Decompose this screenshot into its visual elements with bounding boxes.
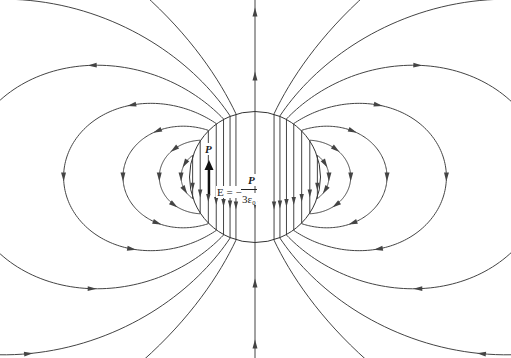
- arrowhead: [127, 102, 136, 107]
- field-line: [159, 140, 200, 214]
- field-line: [294, 103, 447, 250]
- field-formula: 3ε₀: [241, 193, 257, 205]
- arrowhead: [228, 200, 232, 208]
- arrowhead: [413, 286, 422, 291]
- arrowhead: [331, 144, 340, 151]
- arrowhead: [61, 172, 66, 181]
- inner-field-line: [301, 130, 302, 223]
- arrowhead: [284, 199, 288, 207]
- arrowhead: [152, 219, 161, 225]
- arrowhead-group: [24, 8, 486, 357]
- field-line: [0, 0, 236, 358]
- field-line: [274, 0, 511, 358]
- arrowhead: [88, 63, 97, 68]
- arrowhead: [374, 246, 383, 251]
- inner-field-line: [274, 114, 275, 240]
- arrowhead: [323, 185, 330, 194]
- arrowhead: [253, 8, 258, 17]
- vector-label: P: [204, 143, 213, 155]
- arrowhead: [385, 172, 390, 181]
- arrowhead: [349, 219, 358, 225]
- arrowhead: [180, 185, 187, 194]
- sphere-outline: P E = − P 3ε₀: [189, 111, 321, 243]
- arrowhead: [321, 159, 328, 168]
- field-line: [302, 126, 387, 228]
- field-line: [123, 126, 208, 228]
- field-line: [64, 103, 217, 250]
- inner-field-line: [235, 114, 236, 240]
- arrowhead: [157, 172, 162, 181]
- inner-field-line: [309, 140, 310, 214]
- field-line: [0, 65, 224, 289]
- inner-field-line: [192, 155, 193, 198]
- arrowhead: [153, 127, 162, 133]
- arrowhead: [253, 72, 258, 81]
- arrowhead: [24, 352, 33, 357]
- field-line: [0, 0, 230, 355]
- arrowhead: [477, 352, 486, 357]
- inner-field-line: [293, 124, 294, 231]
- arrowhead: [308, 190, 312, 198]
- arrowhead: [253, 340, 258, 349]
- arrowhead: [179, 172, 184, 181]
- arrowhead: [170, 144, 179, 151]
- arrowhead: [127, 246, 136, 251]
- arrowhead: [190, 183, 194, 191]
- arrowhead: [272, 201, 276, 209]
- arrowhead: [373, 102, 382, 107]
- arrowhead: [214, 197, 218, 205]
- arrowhead: [348, 127, 357, 133]
- polarization-arrow: [208, 168, 210, 194]
- arrowhead: [413, 63, 422, 68]
- arrowhead: [444, 172, 449, 181]
- arrowhead: [120, 172, 125, 181]
- field-line: [181, 155, 193, 198]
- field-line: [310, 140, 351, 214]
- arrowhead: [327, 172, 332, 181]
- arrowhead: [221, 199, 225, 207]
- arrowhead: [315, 183, 319, 191]
- arrowhead: [198, 190, 202, 198]
- fraction-bar: [241, 189, 257, 190]
- inner-field-line: [230, 116, 231, 238]
- arrowhead: [183, 159, 190, 168]
- field-formula: E = −: [216, 186, 243, 198]
- inner-field-line: [279, 116, 280, 238]
- arrowhead: [292, 197, 296, 205]
- inner-field-line: [317, 155, 318, 198]
- inner-field-line: [200, 140, 201, 214]
- field-formula: P: [247, 174, 256, 186]
- arrowhead: [278, 200, 282, 208]
- inner-field-line: [286, 119, 287, 235]
- arrowhead: [234, 201, 238, 209]
- polarization-arrowhead: [205, 160, 214, 170]
- arrowhead: [332, 200, 341, 207]
- arrowhead: [169, 200, 178, 207]
- field-line: [317, 155, 329, 198]
- arrowhead: [88, 286, 97, 291]
- arrowhead: [206, 194, 210, 202]
- arrowhead: [299, 194, 303, 202]
- arrowhead: [253, 279, 258, 288]
- inner-field-line: [216, 124, 217, 231]
- inner-field-line: [223, 119, 224, 235]
- arrowhead: [348, 172, 353, 181]
- field-line: [280, 0, 511, 355]
